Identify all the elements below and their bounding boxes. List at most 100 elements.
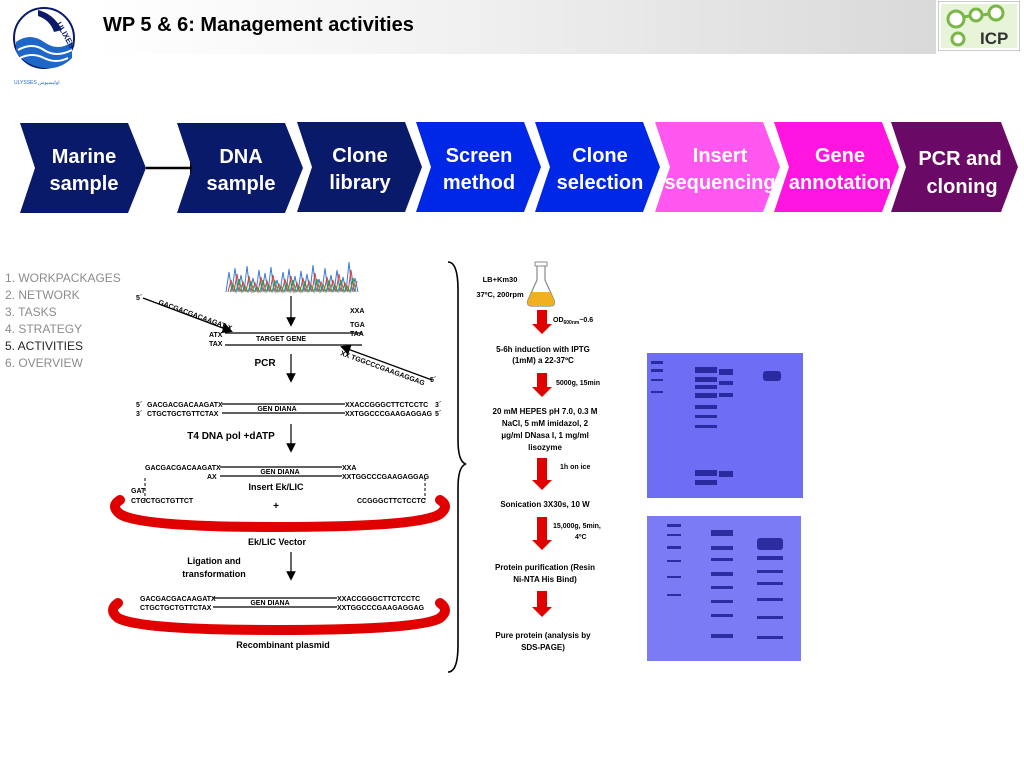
- seq-label: GAT: [131, 488, 146, 495]
- protocol-text: LB+Km30: [483, 275, 518, 284]
- step-label: selection: [557, 172, 644, 194]
- step-label: Clone: [572, 145, 628, 167]
- step-label: Screen: [446, 145, 513, 167]
- protocol-text: 20 mM HEPES pH 7.0, 0.3 M: [493, 407, 598, 416]
- ulixes-logo: ULIXES ULYSSES اوليسيوس: [13, 7, 77, 86]
- step-caption: Ek/LIC Vector: [248, 537, 307, 547]
- seq-label: 5´: [430, 377, 437, 384]
- logo-right-text: ICP: [980, 29, 1008, 48]
- step-marine-sample: Marine sample: [20, 123, 146, 213]
- step-clone-selection: Clone selection: [535, 122, 660, 212]
- section-nav: 1. WORKPACKAGES 2. NETWORK 3. TASKS 4. S…: [5, 270, 121, 372]
- logo-left-caption: ULYSSES اوليسيوس: [14, 80, 60, 86]
- gel-image-bottom: [647, 516, 801, 661]
- seq-label: XXACCGGGCTTCTCCTC: [345, 402, 428, 409]
- protocol-text: OD600nm~0.6: [553, 317, 593, 326]
- seq-label: XX TGGCCCGAAGAGGAG: [339, 350, 426, 387]
- seq-label: GACGACGACAAGATX: [145, 465, 221, 472]
- nav-item-workpackages[interactable]: 1. WORKPACKAGES: [5, 271, 121, 285]
- step-gene-annotation: Gene annotation: [774, 122, 899, 212]
- seq-label: GACGACGACAAGAT X: [157, 299, 233, 332]
- red-arrow: [532, 517, 552, 550]
- step-label: Marine: [52, 146, 116, 168]
- seq-label: TARGET GENE: [256, 336, 306, 343]
- seq-label: GACGACGACAAGATX: [140, 596, 216, 603]
- seq-label: XXACCGGGCTTCTCCTC: [337, 596, 420, 603]
- seq-label: CTGCTGCTGTTCTAX: [147, 411, 219, 418]
- step-label: library: [329, 172, 391, 194]
- seq-label: TGA: [350, 322, 365, 329]
- seq-label: 5´: [136, 402, 143, 409]
- step-caption: PCR: [254, 358, 276, 369]
- protocol-text: 4ºC: [575, 534, 587, 541]
- protocol-text: NaCl, 5 mM imidazol, 2: [502, 419, 589, 428]
- icp-logo: ICP: [938, 1, 1020, 51]
- step-caption: Ligation and: [187, 556, 241, 566]
- seq-label: XXTGGCCCGAAGAGGAG: [337, 605, 425, 612]
- vector-plasmid: [110, 478, 450, 533]
- nav-item-overview[interactable]: 6. OVERVIEW: [5, 356, 83, 370]
- protocol-text: 37ºC, 200rpm: [476, 290, 524, 299]
- seq-label: XXTGGCCCGAAGAGGAG: [345, 411, 433, 418]
- header-bar: [92, 0, 936, 54]
- nav-item-tasks[interactable]: 3. TASKS: [5, 305, 57, 319]
- protocol-text: 5-6h induction with IPTG: [496, 345, 590, 354]
- gel-image-top: [647, 353, 803, 498]
- protocol-text: 15,000g, 5min,: [553, 523, 601, 530]
- nav-item-network[interactable]: 2. NETWORK: [5, 288, 80, 302]
- red-arrow: [532, 373, 552, 397]
- plus-sign: +: [273, 501, 279, 512]
- seq-label: CTGCTGCTGTTCT: [131, 498, 194, 505]
- protocol-text: μg/ml DNasa I, 1 mg/ml: [501, 431, 589, 440]
- step-label: sample: [50, 173, 119, 195]
- seq-label: XXA: [350, 308, 364, 315]
- protocol-text: Protein purification (Resin: [495, 563, 595, 572]
- protocol-text: Ni-NTA His Bind): [513, 575, 577, 584]
- red-arrow: [532, 310, 552, 334]
- seq-label: TAA: [350, 331, 364, 338]
- seq-label: ATX: [209, 332, 223, 339]
- step-dna-sample: DNA sample: [177, 123, 303, 213]
- seq-label: GEN DIANA: [257, 406, 296, 413]
- flask-icon: [526, 261, 556, 307]
- workflow-steps: Marine sample DNA sample Clone library S…: [20, 122, 1018, 213]
- protocol-text: 5000g, 15min: [556, 380, 600, 387]
- step-label: Insert: [693, 145, 748, 167]
- step-caption: transformation: [182, 569, 246, 579]
- step-pcr-cloning: PCR and cloning: [891, 122, 1018, 212]
- seq-label: CTGCTGCTGTTCTAX: [140, 605, 212, 612]
- red-arrow: [532, 591, 552, 617]
- seq-label: CCGGGCTTCTCCTC: [357, 498, 426, 505]
- step-label: sequencing: [664, 172, 775, 194]
- cloning-protocol-diagram: 5´ GACGACGACAAGAT X XXA TGA TAA ATX TAX …: [108, 261, 601, 673]
- seq-label: GEN DIANA: [250, 600, 289, 607]
- step-label: cloning: [926, 176, 997, 198]
- step-label: method: [443, 172, 515, 194]
- page-title: WP 5 & 6: Management activities: [103, 14, 414, 36]
- seq-label: 5´: [435, 411, 442, 418]
- step-screen-method: Screen method: [416, 122, 541, 212]
- protocol-text: lisozyme: [528, 443, 562, 452]
- step-label: sample: [207, 173, 276, 195]
- nav-item-strategy[interactable]: 4. STRATEGY: [5, 322, 83, 336]
- step-label: Gene: [815, 145, 865, 167]
- step-label: annotation: [789, 172, 891, 194]
- seq-label: XXA: [342, 465, 356, 472]
- protocol-text: Pure protein (analysis by: [495, 631, 591, 640]
- step-label: DNA: [219, 146, 262, 168]
- seq-label: 3´: [136, 411, 143, 418]
- protocol-text: Sonication 3X30s, 10 W: [500, 500, 590, 509]
- protocol-text: (1mM) a 22-37ºC: [512, 356, 574, 365]
- step-caption: Insert Ek/LIC: [248, 482, 304, 492]
- chromatogram: [225, 261, 359, 294]
- protocol-text: SDS-PAGE): [521, 643, 565, 652]
- nav-item-activities[interactable]: 5. ACTIVITIES: [5, 339, 84, 353]
- seq-label: 3´: [435, 402, 442, 409]
- seq-label: GACGACGACAAGATX: [147, 402, 223, 409]
- step-insert-sequencing: Insert sequencing: [655, 122, 780, 212]
- step-label: PCR and: [918, 148, 1001, 170]
- step-label: Clone: [332, 145, 388, 167]
- seq-label: AX: [207, 474, 217, 481]
- brace: [447, 261, 467, 673]
- seq-label: 5´: [136, 295, 143, 302]
